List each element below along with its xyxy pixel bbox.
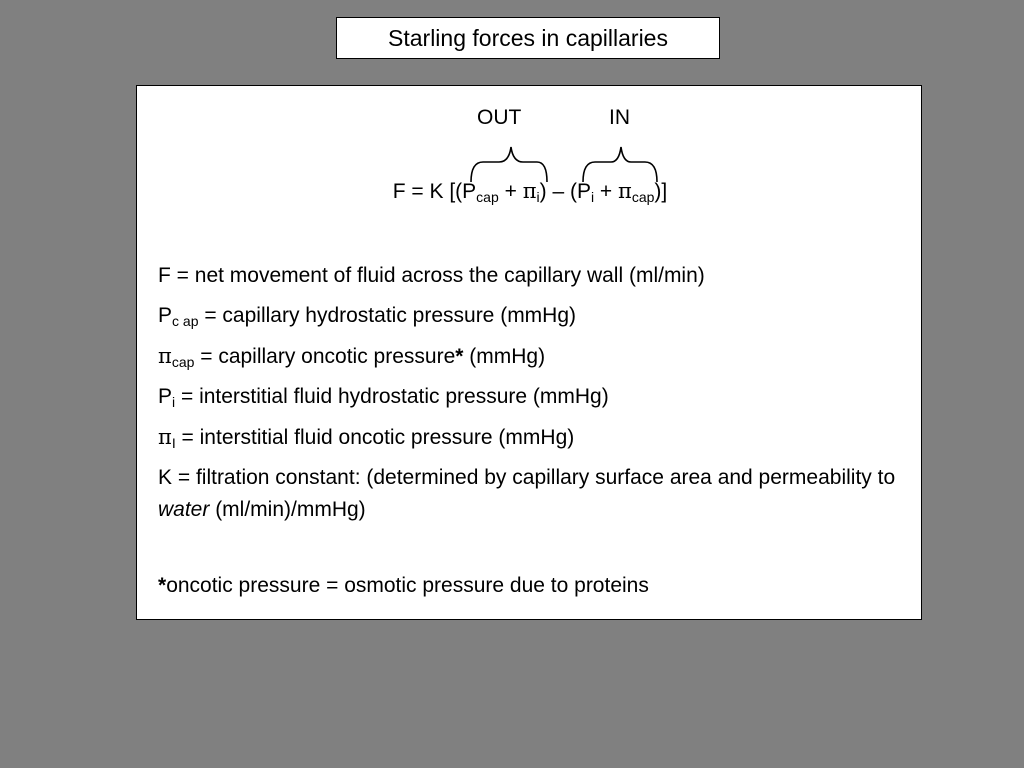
slide-title: Starling forces in capillaries (388, 24, 668, 51)
starling-equation: F = K [(Pcap + πi) – (Pi + πcap)] (137, 179, 923, 205)
k-tail: (ml/min)/mmHg) (209, 498, 366, 521)
in-brace (582, 146, 658, 183)
equation-plus-1: + (498, 180, 523, 203)
picap-tail: (mmHg) (463, 345, 546, 368)
equation-sub-cap: cap (476, 189, 499, 205)
equation-sub-i-2: i (590, 189, 595, 205)
definition-pcap: Pc ap = capillary hydrostatic pressure (… (158, 300, 898, 332)
k-text: K = filtration constant: (determined by … (158, 466, 896, 489)
definitions-list: F = net movement of fluid across the cap… (158, 260, 898, 534)
picap-text: = capillary oncotic pressure (194, 345, 456, 368)
equation-braces (470, 146, 658, 183)
equation-sub-i-1: i (536, 189, 540, 205)
picap-asterisk: * (455, 345, 464, 368)
definition-k: K = filtration constant: (determined by … (158, 462, 898, 526)
slide-title-box: Starling forces in capillaries (336, 17, 720, 59)
footnote: *oncotic pressure = osmotic pressure due… (158, 570, 649, 602)
pii-subscript: I (171, 435, 176, 451)
footnote-asterisk: * (158, 574, 167, 597)
pi-text: = interstitial fluid hydrostatic pressur… (175, 385, 609, 408)
pii-symbol: π (158, 425, 172, 449)
in-label: IN (609, 106, 630, 129)
out-brace (470, 146, 548, 183)
out-label: OUT (477, 106, 522, 129)
definition-picap: πcap = capillary oncotic pressure* (mmHg… (158, 340, 898, 373)
picap-subscript: cap (171, 354, 195, 370)
pcap-text: = capillary hydrostatic pressure (mmHg) (198, 304, 577, 327)
content-panel: OUT IN F = K [(Pcap + πi) – (Pi + πcap)]… (136, 85, 922, 620)
equation-mid: ) – (P (539, 180, 591, 203)
pi-subscript: i (172, 394, 176, 410)
equation-sub-cap-2: cap (631, 189, 655, 205)
pii-text: = interstitial fluid oncotic pressure (m… (175, 426, 575, 449)
definition-pi: Pi = interstitial fluid hydrostatic pres… (158, 381, 898, 413)
pi-symbol: P (158, 385, 173, 408)
equation-pi-2: π (618, 179, 632, 203)
equation-plus-2: + (594, 180, 619, 203)
definition-f: F = net movement of fluid across the cap… (158, 260, 898, 292)
definition-pii: πI = interstitial fluid oncotic pressure… (158, 421, 898, 454)
equation-pi-1: π (522, 179, 537, 203)
equation-lead: F = K [(P (392, 180, 477, 203)
picap-symbol: π (158, 344, 172, 368)
equation-end: )] (654, 180, 668, 203)
footnote-text: oncotic pressure = osmotic pressure due … (166, 574, 649, 597)
definition-f-text: F = net movement of fluid across the cap… (158, 264, 705, 287)
pcap-symbol: P (158, 304, 173, 327)
pcap-subscript: c ap (172, 313, 199, 329)
k-italic-water: water (158, 498, 210, 521)
